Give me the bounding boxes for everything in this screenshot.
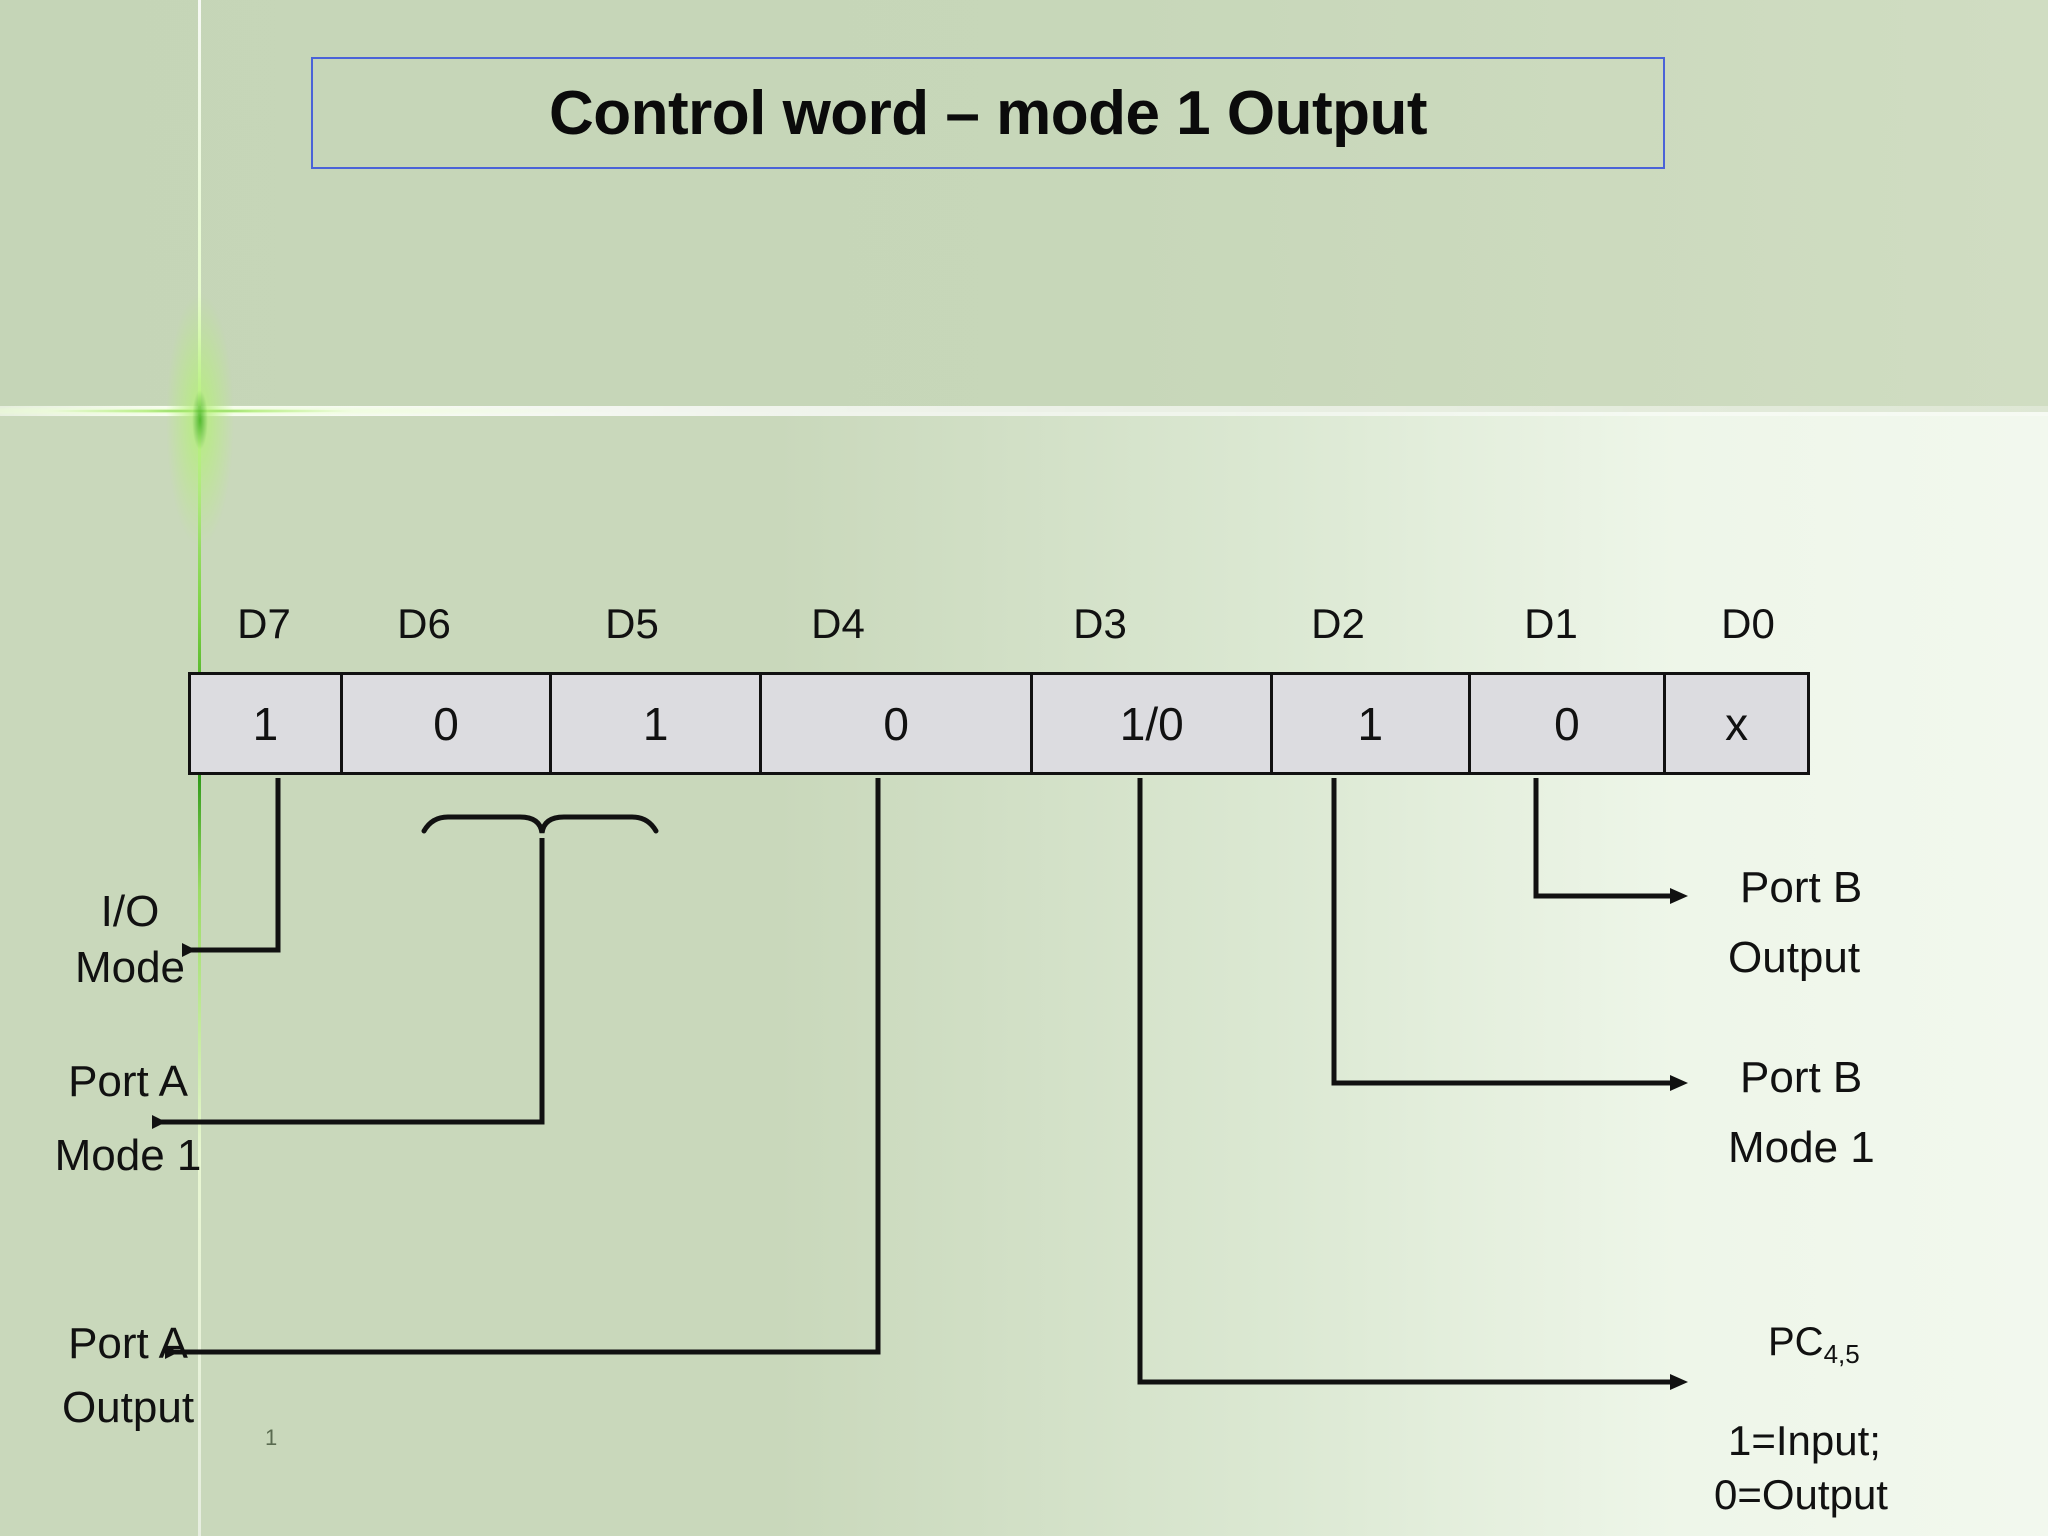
bit-label-d4: D4: [811, 600, 865, 647]
bit-label-d6: D6: [397, 600, 451, 647]
annotation-io-mode: I/O Mode: [40, 890, 220, 990]
annotation-port-a-output: Port A Output: [28, 1322, 228, 1430]
connector-d7-io-mode: [182, 778, 281, 957]
annotation-port-a-mode-1: Port A Mode 1: [28, 1060, 228, 1178]
horizontal-divider-line: [0, 406, 2048, 416]
annotation-port-b-mode-line-1: Port B: [1740, 1053, 1863, 1102]
control-word-table: 1 0 1 0 1/0 1 0 x: [188, 672, 1810, 775]
annotation-port-b-output-line-1: Port B: [1740, 863, 1863, 912]
annotation-port-a-mode-line-2: Mode 1: [54, 1131, 202, 1180]
connector-brace-port-a-mode: [152, 838, 545, 1129]
annotation-port-b-output: Port B Output: [1728, 863, 1863, 980]
slide-page-number: 1: [265, 1425, 278, 1450]
annotation-pc45-subscript: 4,5: [1823, 1339, 1860, 1369]
brace-d6-d5: [421, 814, 659, 834]
bit-label-d5: D5: [605, 600, 659, 647]
connector-d4-port-a-output: [165, 778, 881, 1359]
annotation-port-a-output-line-1: Port A: [68, 1319, 188, 1368]
connector-d1-port-b-output: [1533, 778, 1688, 904]
annotation-port-a-output-line-2: Output: [61, 1383, 195, 1432]
bit-cell-d7: 1: [191, 675, 343, 772]
legend-input-output: 1=Input; 0=Output: [1714, 1417, 1888, 1516]
annotation-io-mode-line-1: I/O: [100, 887, 160, 936]
bit-label-d7: D7: [237, 600, 291, 647]
annotation-port-b-mode-line-2: Mode 1: [1728, 1123, 1875, 1172]
annotation-pc45-base: PC: [1768, 1320, 1824, 1364]
background-top-band: [0, 0, 2048, 412]
bit-label-d2: D2: [1311, 600, 1365, 647]
bit-cell-d3: 1/0: [1033, 675, 1273, 772]
bit-label-d0: D0: [1721, 600, 1775, 647]
bit-cell-d0: x: [1666, 675, 1808, 772]
title-box: Control word – mode 1 Output: [311, 57, 1665, 169]
bit-label-d3: D3: [1073, 600, 1127, 647]
bit-cell-d6: 0: [342, 675, 553, 772]
bit-cell-d1: 0: [1470, 675, 1667, 772]
bit-label-d1: D1: [1524, 600, 1578, 647]
page-title: Control word – mode 1 Output: [548, 78, 1428, 148]
connector-d2-port-b-mode: [1331, 778, 1688, 1091]
connector-d3-pc45: [1137, 778, 1688, 1390]
legend-line-2: 0=Output: [1714, 1471, 1888, 1518]
crosshair-vertical-glow: [160, 270, 240, 570]
bit-cell-d5: 1: [552, 675, 762, 772]
bit-cell-d2: 1: [1273, 675, 1471, 772]
legend-line-1: 1=Input;: [1728, 1417, 1881, 1464]
annotation-port-b-mode-1: Port B Mode 1: [1728, 1053, 1875, 1170]
annotation-io-mode-line-2: Mode: [74, 943, 186, 992]
annotation-pc45: PC4,5: [1768, 1320, 1860, 1367]
annotation-port-a-mode-line-1: Port A: [68, 1057, 188, 1106]
bit-cell-d4: 0: [761, 675, 1034, 772]
annotation-port-b-output-line-2: Output: [1728, 933, 1861, 982]
